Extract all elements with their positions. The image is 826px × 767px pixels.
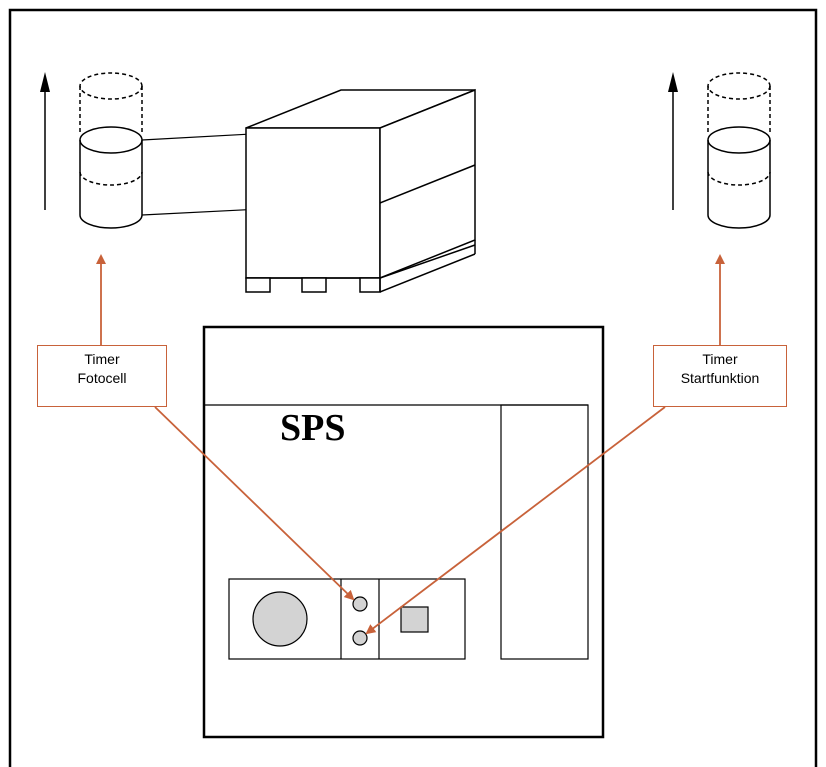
outer-frame — [8, 8, 818, 767]
arrow-start-to-led — [365, 406, 666, 635]
square-button — [400, 606, 429, 633]
left-lift-arrow — [40, 72, 50, 210]
pallet-box — [245, 88, 476, 293]
timer-fotocell-line1: Timer — [84, 351, 120, 367]
timer-fotocell-label: Timer Fotocell — [37, 345, 167, 407]
timer-start-line2: Startfunktion — [680, 370, 760, 386]
timer-fotocell-line2: Fotocell — [77, 370, 127, 386]
timer-start-line1: Timer — [702, 351, 738, 367]
timer-start-led — [352, 630, 368, 646]
arrow-fotocell-to-led — [154, 406, 355, 601]
sps-cabinet — [202, 325, 605, 739]
timer-start-label: Timer Startfunktion — [653, 345, 787, 407]
timer-fotocell-led — [352, 596, 368, 612]
dial-knob — [252, 591, 308, 647]
right-lift-arrow — [668, 72, 678, 210]
sps-title: SPS — [280, 407, 346, 449]
right-cylinder-start — [707, 72, 771, 229]
connector-arrows — [96, 254, 725, 635]
left-cylinder-fotocell — [79, 72, 143, 229]
control-module — [228, 578, 466, 660]
